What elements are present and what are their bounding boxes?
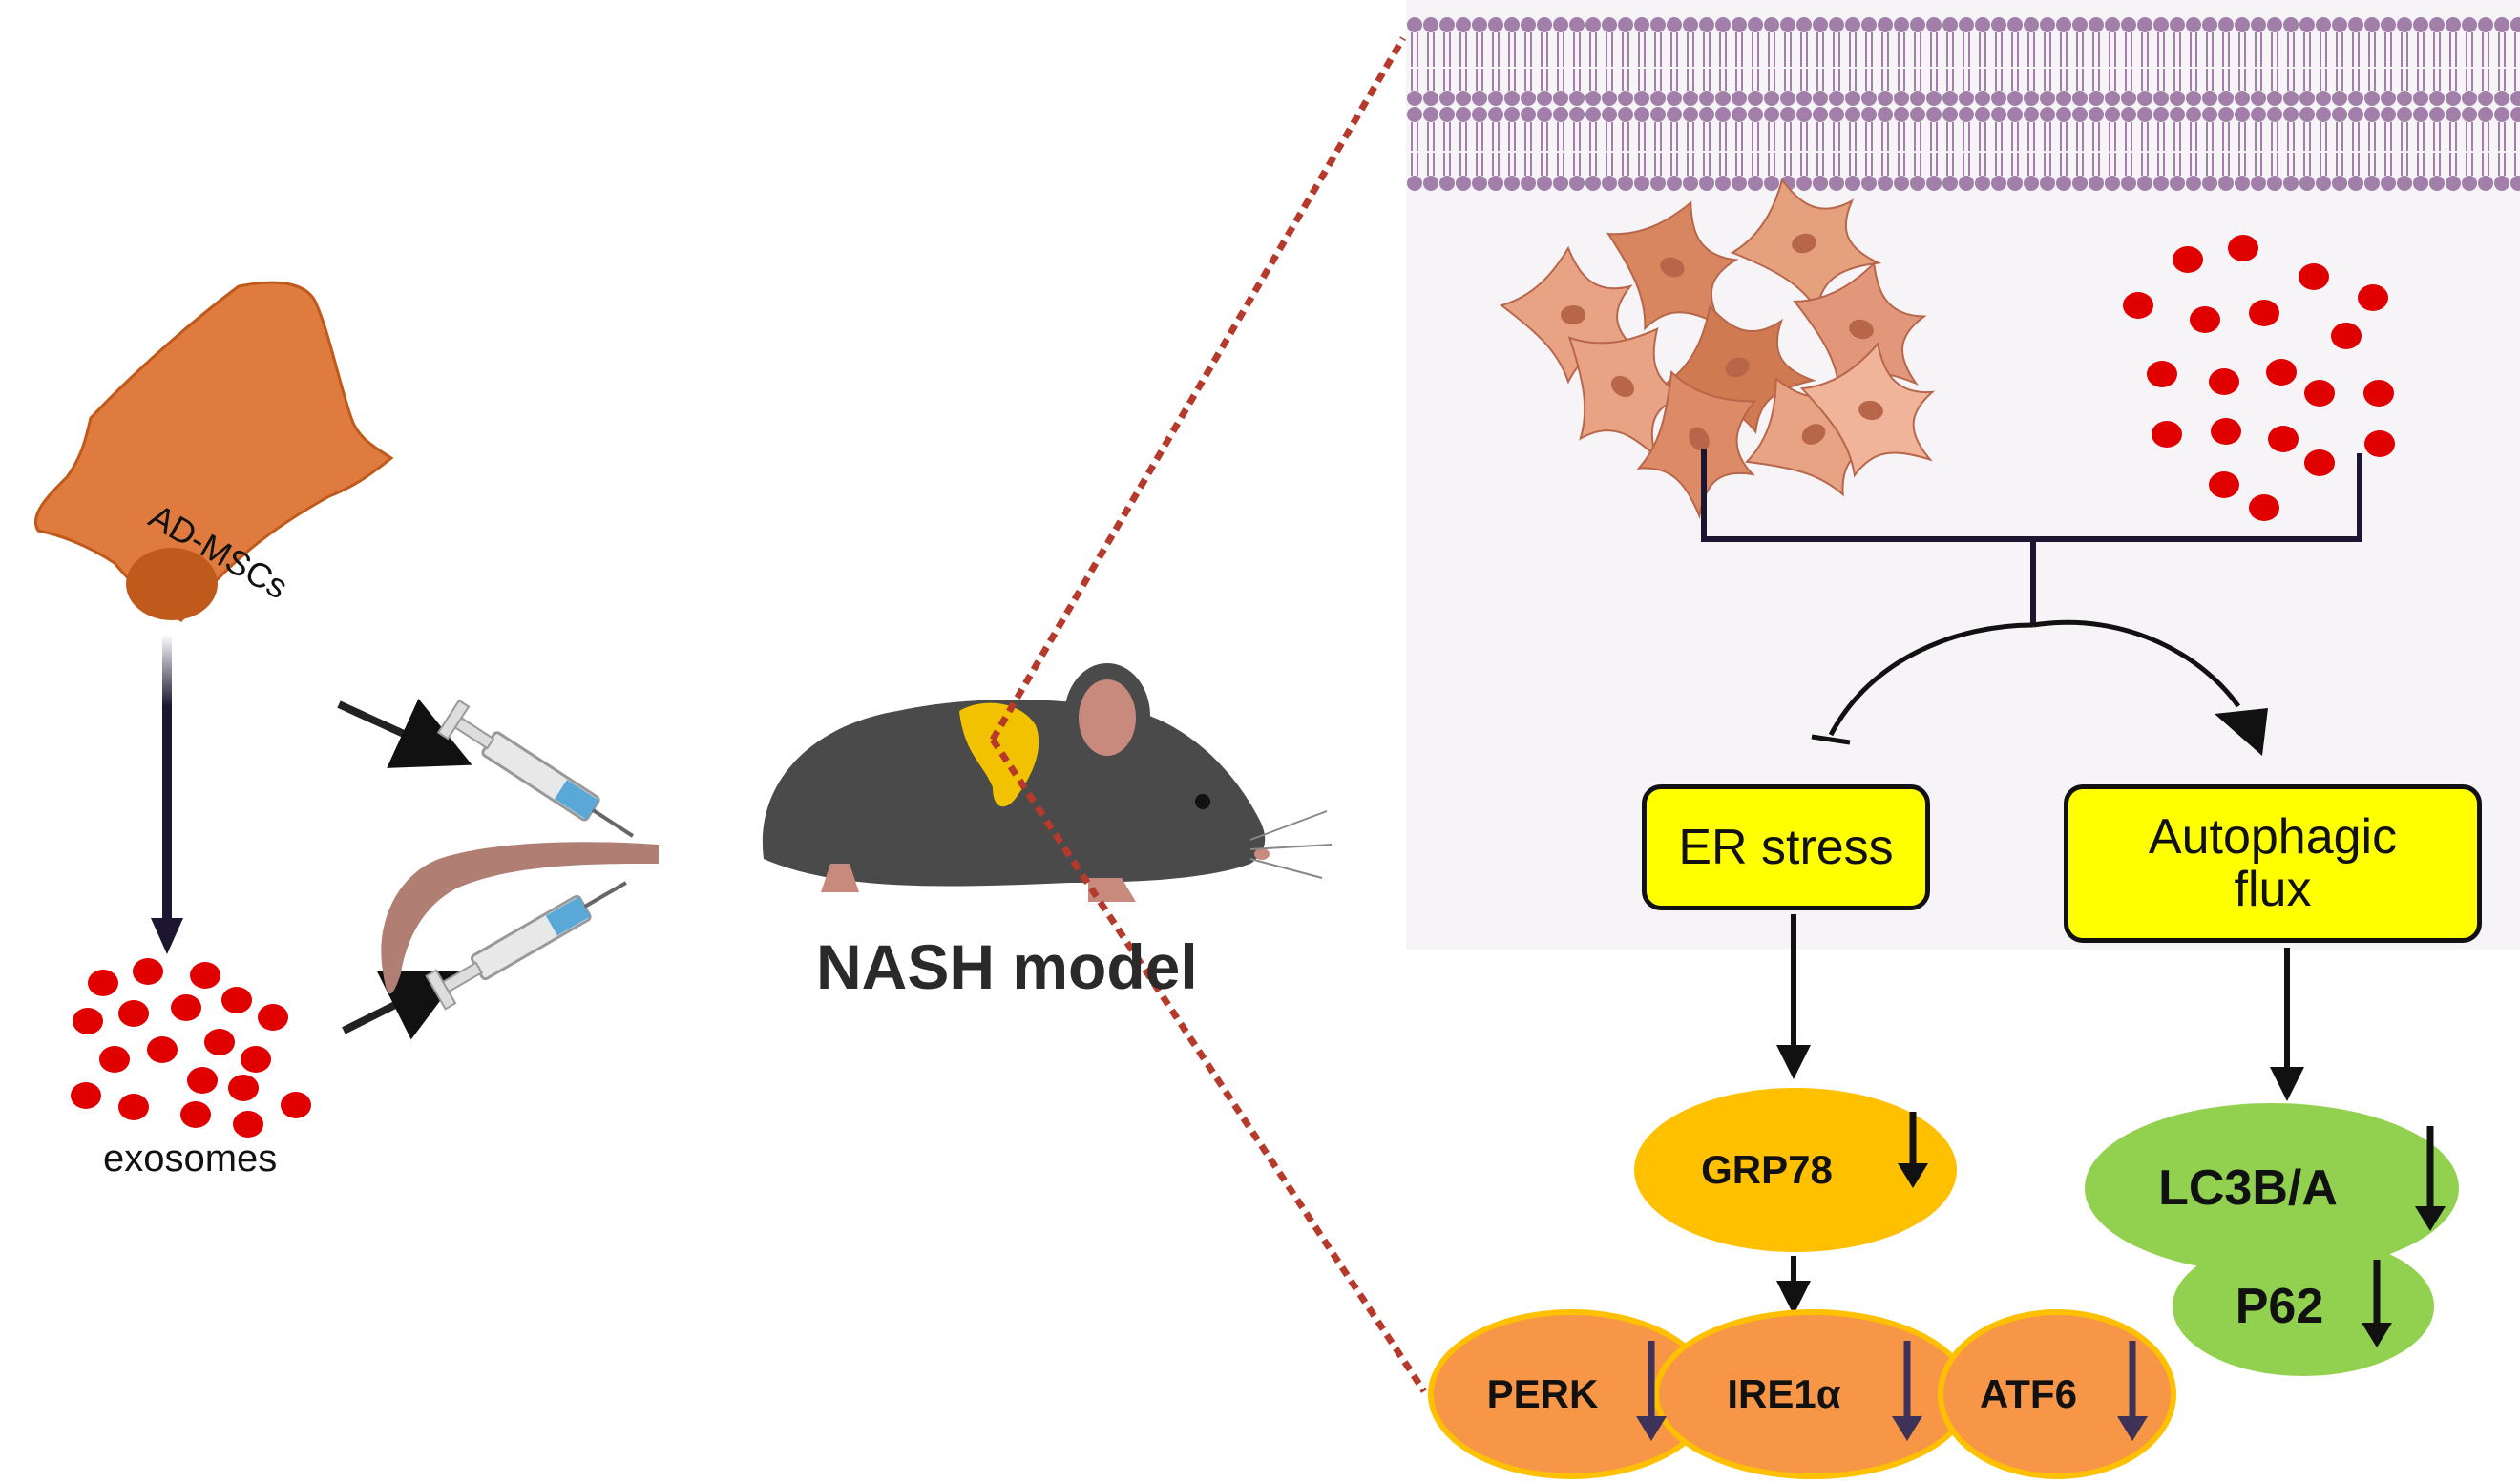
derive-arrowhead	[151, 918, 183, 954]
atf6-label: ATF6	[1980, 1371, 2077, 1416]
p62-label: P62	[2235, 1279, 2324, 1334]
membrane-icon	[1407, 17, 2520, 191]
convergence-bracket	[1701, 449, 2362, 625]
promote-arrowhead	[2215, 708, 2268, 756]
exosome-cluster-left	[71, 958, 311, 1138]
er-stress-box: ER stress	[1642, 784, 1930, 910]
ad-msc-cluster-right	[1499, 178, 1936, 520]
promote-autophagy-arrow	[2032, 619, 2241, 708]
grp78-node: GRP78	[1634, 1088, 1957, 1252]
ire1a-label: IRE1α	[1727, 1371, 1841, 1416]
autophagic-flux-box: Autophagic flux	[2064, 784, 2482, 943]
cell-to-syringe-arrow	[337, 699, 472, 768]
nash-model-label: NASH model	[816, 931, 1198, 1002]
ire1a-node: IRE1α	[1653, 1309, 1972, 1479]
exosomes-label: exosomes	[103, 1138, 278, 1180]
er-stress-label: ER stress	[1678, 819, 1894, 875]
lc3-label: LC3B/A	[2158, 1160, 2338, 1216]
grp78-label: GRP78	[1701, 1147, 1833, 1192]
derive-arrow	[162, 635, 172, 921]
inhibit-bar	[1811, 734, 1851, 745]
inhibit-er-stress-arrow	[1828, 622, 2034, 737]
exosome-to-syringe-arrow	[342, 971, 463, 1040]
autophagic-flux-label: Autophagic flux	[2148, 809, 2398, 917]
ad-msc-cell-icon	[33, 281, 394, 622]
syringe-icon	[425, 881, 627, 1011]
exosome-cluster-right	[2123, 235, 2395, 521]
perk-label: PERK	[1486, 1371, 1599, 1416]
p62-node: P62	[2173, 1237, 2434, 1376]
syringe-icon	[436, 699, 635, 838]
zoom-line-top	[989, 36, 1407, 742]
atf6-node: ATF6	[1938, 1309, 2176, 1479]
zoom-line-bottom	[990, 738, 1427, 1393]
